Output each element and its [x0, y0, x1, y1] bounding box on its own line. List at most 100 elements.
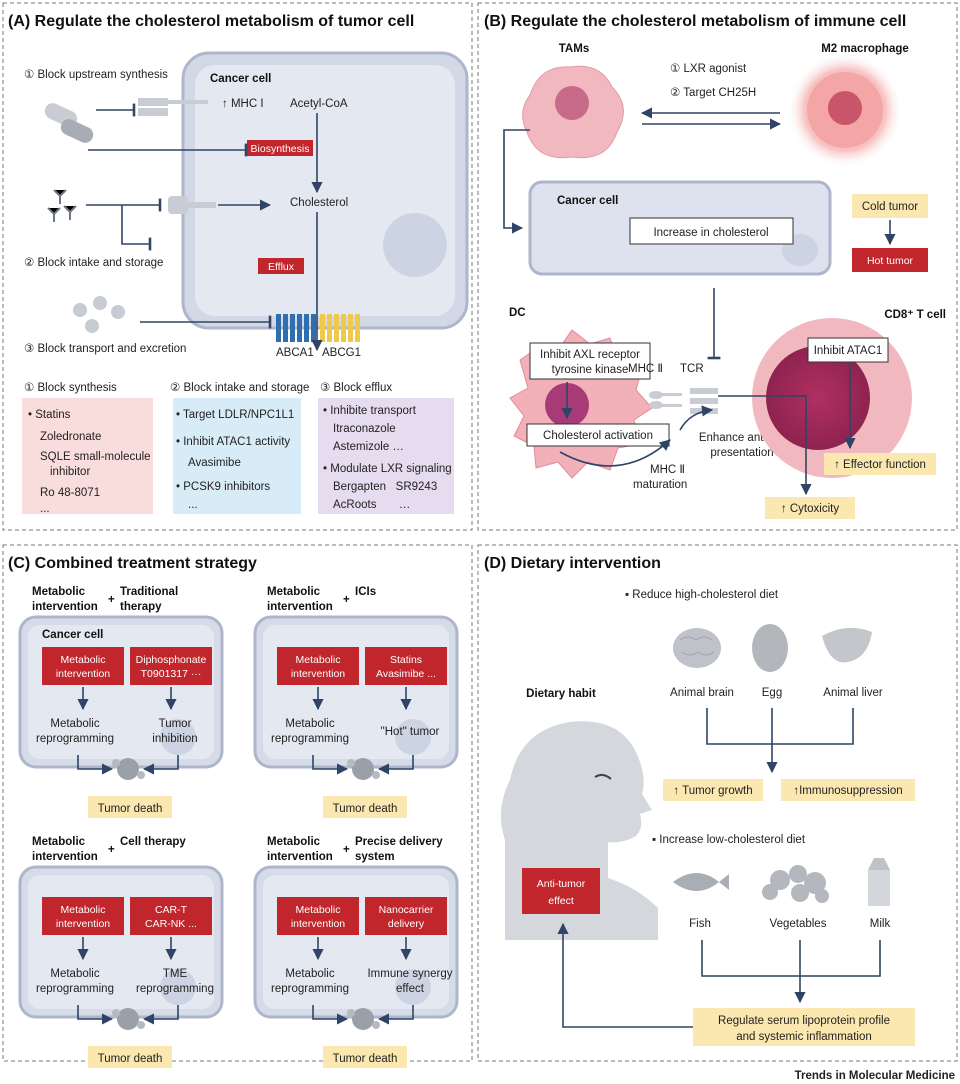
panel-b-mhc2: MHC Ⅱ	[628, 363, 663, 375]
quadrant-death-box	[88, 1046, 172, 1068]
quadrant-outcome-right: TME	[163, 968, 188, 980]
panel-b-axl-box	[529, 342, 651, 380]
panel-a-box3-item: Bergapten SR9243	[333, 481, 437, 493]
panel-b-effector: ↑ Effector function	[834, 459, 926, 471]
liver-icon	[822, 627, 872, 663]
panel-c-q1: Metabolicintervention+Traditionaltherapy…	[18, 586, 224, 818]
panel-a-box1	[22, 398, 153, 514]
quadrant-nucleus	[160, 969, 196, 1005]
panel-c-title: (C) Combined treatment strategy	[8, 555, 257, 572]
quadrant-death-box	[88, 796, 172, 818]
quadrant-cell-label: Cancer cell	[42, 629, 103, 641]
panel-b-hot: Hot tumor	[867, 255, 914, 267]
quadrant-red-left-label: intervention	[291, 918, 345, 930]
panel-d-anti: effect	[548, 895, 574, 907]
panel-a-box2-item: • Inhibit ATAC1 activity	[176, 436, 290, 448]
quadrant-header-left: Metabolic	[32, 586, 86, 598]
quadrant-death: Tumor death	[98, 803, 163, 815]
quadrant-arrow	[77, 1005, 114, 1025]
panel-a-box3-item: AcRoots …	[333, 499, 410, 511]
receptor-icon	[168, 196, 216, 214]
quadrant-header-right: system	[355, 851, 395, 863]
panel-b-axl-line: tyrosine kinase	[552, 364, 629, 376]
panel-a-frame	[2, 2, 473, 531]
panel-b-mhc2-maturation: maturation	[633, 479, 687, 491]
panel-d-brain: Animal brain	[670, 687, 734, 699]
panel-b-cancer-cell-label: Cancer cell	[557, 195, 618, 207]
panel-b-cold-box	[852, 194, 928, 218]
panel-a-box1-title: ① Block synthesis	[24, 382, 117, 394]
brain-icon	[673, 628, 721, 668]
quadrant-header-left: intervention	[267, 851, 333, 863]
quadrant-arrow	[377, 1005, 414, 1025]
milk-icon	[868, 858, 890, 906]
quadrant-arrow	[77, 755, 114, 775]
quadrant-red-right	[130, 897, 212, 935]
panel-b-title: (B) Regulate the cholesterol metabolism …	[484, 13, 906, 30]
panel-a-box2	[173, 398, 301, 514]
tam-cell	[522, 65, 624, 159]
quadrant-red-right-label: delivery	[388, 918, 425, 930]
dead-cell-icon	[112, 1008, 145, 1030]
panel-d-milk: Milk	[870, 918, 891, 930]
quadrant-death: Tumor death	[333, 1053, 398, 1065]
quadrant-red-right	[365, 647, 447, 685]
panel-b-cold: Cold tumor	[862, 201, 918, 213]
panel-b-dc-label: DC	[509, 307, 526, 319]
quadrant-header-left: intervention	[32, 601, 98, 613]
quadrant-death: Tumor death	[98, 1053, 163, 1065]
quadrant-red-right-label: Diphosphonate	[136, 654, 207, 666]
quadrant-plus: +	[108, 594, 115, 606]
quadrant-red-left-label: Metabolic	[61, 904, 106, 916]
quadrant-red-right-label: Statins	[390, 654, 422, 666]
quadrant-outcome-left: Metabolic	[285, 718, 334, 730]
quadrant-arrow	[312, 1005, 349, 1025]
panel-b-tcr: TCR	[680, 363, 704, 375]
panel-d-title: (D) Dietary intervention	[484, 555, 661, 572]
quadrant-red-left	[42, 897, 124, 935]
quadrant-nucleus	[395, 719, 431, 755]
panel-d-frame	[477, 544, 958, 1062]
panel-d-reduce: ▪ Reduce high-cholesterol diet	[625, 589, 779, 601]
quadrant-outcome-right: Tumor	[159, 718, 192, 730]
quadrant-plus: +	[343, 844, 350, 856]
panel-b-m2-label: M2 macrophage	[821, 43, 909, 55]
quadrant-outcome-right: Immune synergy	[367, 968, 452, 980]
panel-c-q2: Metabolicintervention+ICIsMetabolicinter…	[253, 586, 459, 818]
panel-a-biosynthesis: Biosynthesis	[251, 143, 310, 155]
quadrant-death-box	[323, 796, 407, 818]
panel-d-growth: ↑ Tumor growth	[673, 785, 752, 797]
quadrant-arrow	[312, 755, 349, 775]
quadrant-death: Tumor death	[333, 803, 398, 815]
pill-icon	[44, 103, 94, 143]
panel-a-box3-item: • Modulate LXR signaling	[323, 463, 452, 475]
panel-a-mhc: ↑ MHC I	[222, 98, 264, 110]
panel-a-box1-item: Ro 48-8071	[40, 487, 100, 499]
panel-a-box3	[318, 398, 454, 514]
panel-a-box2-item: ...	[188, 499, 198, 511]
panel-d-regulate: Regulate serum lipoprotein profile	[718, 1015, 890, 1027]
quadrant-outcome-left: reprogramming	[36, 733, 114, 745]
quadrant-header-right: Traditional	[120, 586, 178, 598]
quadrant-red-left	[277, 647, 359, 685]
panel-b-cd8-label: CD8⁺ T cell	[884, 309, 946, 321]
panel-b-lxr: ① LXR agonist	[670, 63, 747, 75]
panel-b-chol-act: Cholesterol activation	[543, 430, 653, 442]
quadrant-header-left: Metabolic	[267, 836, 321, 848]
quadrant-red-right	[365, 897, 447, 935]
panel-d-immuno: ↑Immunosuppression	[793, 785, 902, 797]
panel-b-enhance: presentation	[710, 447, 773, 459]
quadrant-death-box	[323, 1046, 407, 1068]
panel-d-egg: Egg	[762, 687, 782, 699]
quadrant-nucleus	[160, 719, 196, 755]
quadrant-plus: +	[108, 844, 115, 856]
dead-cell-icon	[347, 1008, 380, 1030]
panel-a-step3: ③ Block transport and excretion	[24, 343, 186, 355]
quadrant-outcome-right: reprogramming	[136, 983, 214, 995]
quadrant-outcome-left: reprogramming	[36, 983, 114, 995]
quadrant-red-left	[42, 647, 124, 685]
panel-a-box3-item: Itraconazole	[333, 423, 396, 435]
quadrant-outcome-left: reprogramming	[271, 983, 349, 995]
panel-a-box1-item: ...	[40, 503, 50, 515]
